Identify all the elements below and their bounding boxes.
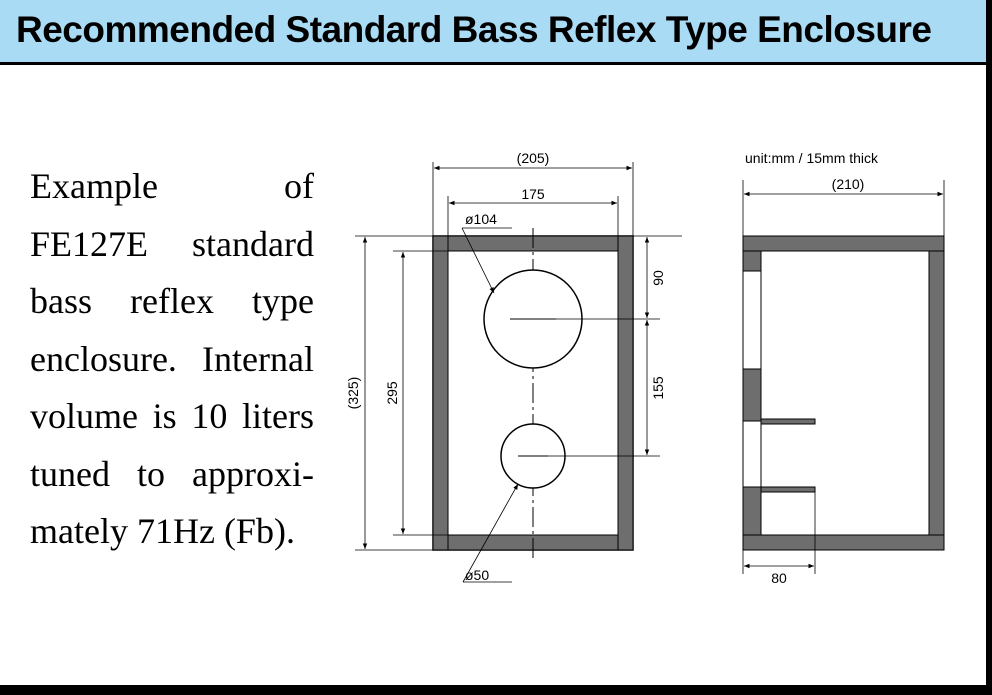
front-left-panel [432, 235, 449, 551]
baffle-segment [742, 368, 762, 422]
description-text: Example of FE127E standard bass reflex t… [30, 158, 314, 561]
description-line: tuned to approxi- [30, 453, 314, 494]
port-diameter-label: ø50 [465, 567, 489, 583]
description-line: bass reflex type [30, 281, 314, 321]
top-offset-label: 90 [650, 270, 666, 286]
inner-height-label: 295 [384, 381, 400, 405]
baffle-segment [742, 486, 762, 536]
description-line: enclosure. Internal [30, 338, 314, 379]
unit-label: unit:mm / 15mm thick [745, 150, 879, 166]
outer-width-label: (205) [517, 150, 550, 166]
inner-width-label: 175 [521, 186, 545, 202]
description-line: mately 71Hz (Fb). [30, 511, 295, 551]
front-right-panel [617, 235, 634, 551]
description-line: Example of [30, 166, 314, 206]
woofer-leader-arrow [461, 227, 495, 294]
outer-height-label: (325) [345, 377, 361, 410]
port-tube-bottom [760, 486, 816, 493]
side-top-panel [742, 235, 945, 252]
enclosure-diagram: (205) 175 (325) 295 [345, 150, 945, 586]
description-line: volume is 10 liters [30, 396, 314, 436]
depth-label: (210) [832, 176, 865, 192]
front-view: (205) 175 (325) 295 [345, 150, 682, 583]
page-title: Recommended Standard Bass Reflex Type En… [16, 9, 932, 50]
center-spacing-label: 155 [650, 376, 666, 400]
page-content: Recommended Standard Bass Reflex Type En… [0, 0, 986, 685]
header-bar: Recommended Standard Bass Reflex Type En… [0, 0, 986, 65]
port-length-label: 80 [771, 570, 787, 586]
side-bottom-panel [742, 534, 945, 551]
side-view: unit:mm / 15mm thick (210) [742, 150, 945, 586]
port-leader-arrow [462, 483, 519, 583]
description-line: FE127E standard [30, 223, 314, 264]
woofer-diameter-label: ø104 [465, 211, 497, 227]
port-tube-top [760, 418, 816, 425]
port-opening [742, 420, 762, 488]
woofer-opening [742, 270, 762, 370]
side-back-panel [928, 250, 945, 536]
baffle-segment [742, 250, 762, 272]
